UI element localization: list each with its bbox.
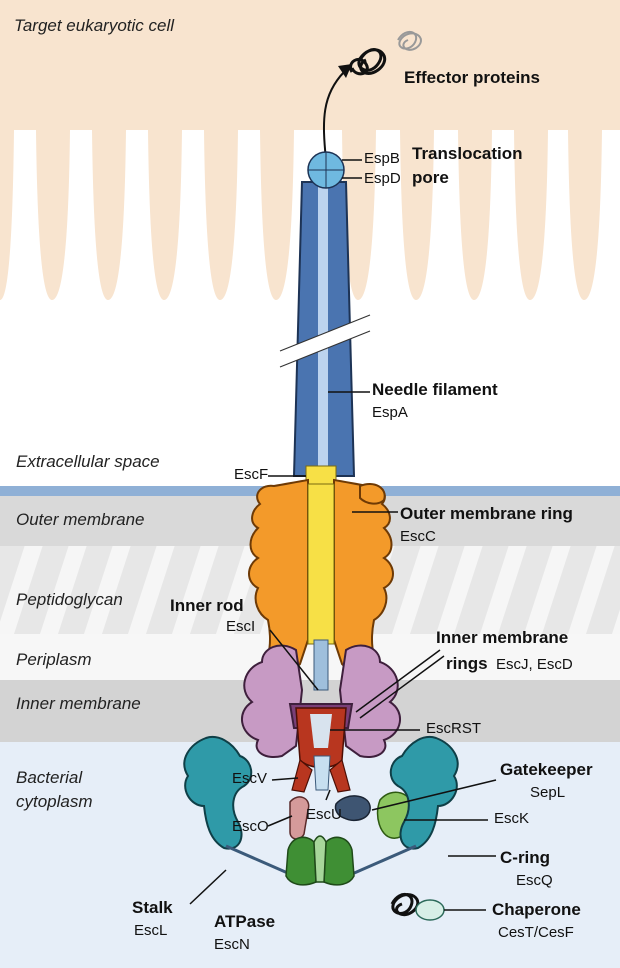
label-cest-cesf: CesT/CesF [498, 924, 574, 941]
label-escc: EscC [400, 528, 436, 545]
region-outer-membrane: Outer membrane [16, 510, 145, 530]
region-peptidoglycan: Peptidoglycan [16, 590, 123, 610]
label-esck: EscK [494, 810, 529, 827]
label-escf: EscF [234, 466, 268, 483]
region-cytoplasm-line2: cytoplasm [16, 792, 93, 812]
inner-rod [308, 484, 334, 644]
label-escn: EscN [214, 936, 250, 953]
label-outer-membrane-ring: Outer membrane ring [400, 504, 573, 524]
label-escrst: EscRST [426, 720, 481, 737]
escf-tip [306, 466, 336, 486]
label-escv: EscV [232, 770, 267, 787]
label-needle-filament: Needle filament [372, 380, 498, 400]
label-escq: EscQ [516, 872, 553, 889]
label-c-ring: C-ring [500, 848, 550, 868]
label-translocation: Translocation [412, 144, 523, 164]
label-escj-escd: EscJ, EscD [496, 656, 573, 673]
label-espd: EspD [364, 170, 401, 187]
region-cytoplasm-line1: Bacterial [16, 768, 82, 788]
translocation-pore [308, 152, 344, 188]
label-gatekeeper: Gatekeeper [500, 760, 593, 780]
label-espa: EspA [372, 404, 408, 421]
label-pore: pore [412, 168, 449, 188]
region-extracellular: Extracellular space [16, 452, 160, 472]
label-sepl: SepL [530, 784, 565, 801]
label-inner-membrane-rings-2: rings [446, 654, 488, 674]
export-apparatus [292, 708, 350, 792]
inner-rod-shaft [314, 640, 328, 690]
atpase [286, 836, 354, 885]
label-stalk: Stalk [132, 898, 173, 918]
region-target-cell: Target eukaryotic cell [14, 16, 174, 36]
label-escl: EscL [134, 922, 167, 939]
label-inner-rod: Inner rod [170, 596, 244, 616]
region-periplasm: Periplasm [16, 650, 92, 670]
label-atpase: ATPase [214, 912, 275, 932]
region-inner-membrane: Inner membrane [16, 694, 141, 714]
label-effector-proteins: Effector proteins [404, 68, 540, 88]
label-esci: EscI [226, 618, 255, 635]
label-inner-membrane-rings: Inner membrane [436, 628, 568, 648]
label-esco: EscO [232, 818, 269, 835]
label-chaperone: Chaperone [492, 900, 581, 920]
label-espb: EspB [364, 150, 400, 167]
label-escu: EscU [306, 806, 342, 823]
